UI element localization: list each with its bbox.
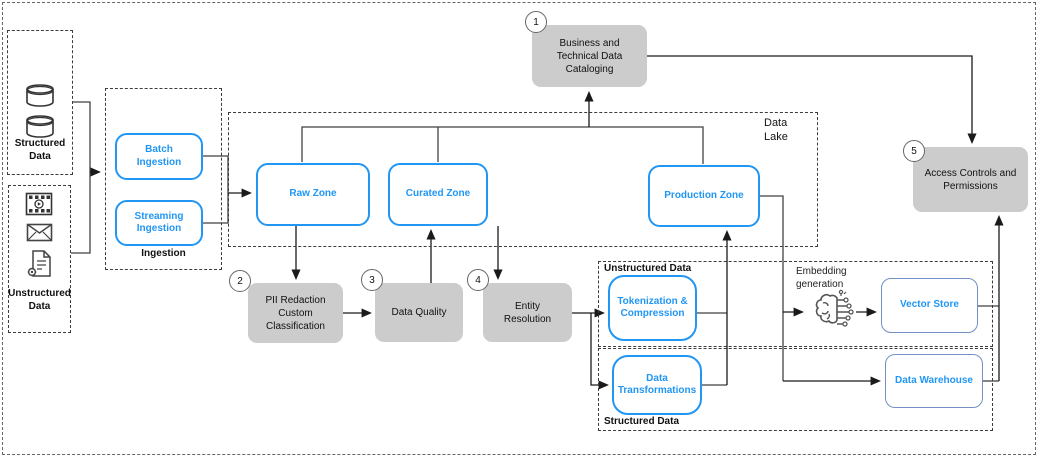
- unstructured-zone-box: [598, 261, 993, 347]
- step-badge-2: 2: [229, 270, 251, 292]
- entity-resolution-label: Entity Resolution: [503, 300, 552, 325]
- data-lake-box: [228, 112, 818, 247]
- step-badge-4: 4: [467, 269, 489, 291]
- vector-store-node[interactable]: Vector Store: [881, 278, 978, 333]
- data-warehouse-label: Data Warehouse: [895, 374, 973, 386]
- database-icon: [26, 115, 54, 138]
- data-lake-label: Data Lake: [764, 117, 788, 143]
- email-icon: [26, 223, 52, 242]
- ingestion-box: [105, 88, 222, 270]
- raw-zone-node[interactable]: Raw Zone: [256, 163, 370, 226]
- step-badge-5: 5: [903, 140, 925, 162]
- streaming-ingestion-label: Streaming Ingestion: [134, 210, 184, 235]
- structured-source-box: [7, 30, 73, 175]
- document-gear-icon: [27, 250, 51, 277]
- embedding-generation-label: Embedding generation: [796, 266, 847, 290]
- unstructured-source-icons: [25, 192, 53, 279]
- unstructured-source-box: [8, 185, 71, 333]
- vector-store-label: Vector Store: [900, 299, 959, 311]
- unstructured-source-label: Unstructured Data: [8, 288, 71, 312]
- access-controls-node[interactable]: Access Controls and Permissions: [913, 147, 1028, 212]
- pii-redaction-node[interactable]: PII Redaction Custom Classification: [248, 283, 343, 343]
- data-warehouse-node[interactable]: Data Warehouse: [885, 354, 983, 408]
- curated-zone-node[interactable]: Curated Zone: [388, 163, 488, 226]
- transformations-node[interactable]: Data Transformations: [612, 355, 702, 415]
- structured-zone-box: [598, 348, 993, 431]
- access-controls-label: Access Controls and Permissions: [924, 167, 1017, 192]
- unstructured-zone-label: Unstructured Data: [604, 263, 692, 274]
- cataloging-node[interactable]: Business and Technical Data Cataloging: [532, 25, 647, 87]
- tokenization-node[interactable]: Tokenization & Compression: [608, 275, 697, 341]
- structured-source-label: Structured Data: [14, 138, 66, 162]
- streaming-ingestion-node[interactable]: Streaming Ingestion: [115, 200, 203, 246]
- entity-resolution-node[interactable]: Entity Resolution: [483, 283, 572, 342]
- structured-source-icons: [24, 84, 56, 138]
- batch-ingestion-node[interactable]: Batch Ingestion: [115, 133, 203, 180]
- pii-redaction-label: PII Redaction Custom Classification: [265, 294, 326, 332]
- batch-ingestion-label: Batch Ingestion: [136, 144, 182, 168]
- raw-zone-label: Raw Zone: [289, 188, 337, 200]
- cataloging-label: Business and Technical Data Cataloging: [556, 37, 623, 75]
- tokenization-label: Tokenization & Compression: [617, 295, 688, 320]
- production-zone-label: Production Zone: [664, 189, 744, 201]
- video-icon: [25, 192, 53, 216]
- ingestion-group-label: Ingestion: [141, 248, 186, 259]
- structured-zone-label: Structured Data: [604, 416, 680, 427]
- curated-zone-label: Curated Zone: [405, 188, 471, 200]
- data-quality-node[interactable]: Data Quality: [375, 283, 463, 342]
- step-badge-1: 1: [525, 11, 547, 33]
- embedding-brain-icon: [815, 289, 854, 327]
- database-icon: [26, 84, 54, 107]
- transformations-label: Data Transformations: [617, 372, 697, 397]
- production-zone-node[interactable]: Production Zone: [648, 165, 760, 227]
- step-badge-3: 3: [361, 269, 383, 291]
- data-quality-label: Data Quality: [391, 307, 447, 318]
